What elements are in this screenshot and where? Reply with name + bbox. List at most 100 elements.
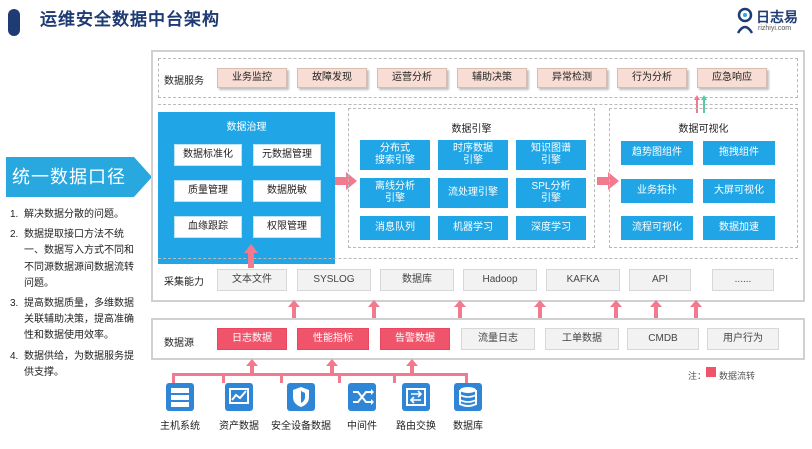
note-number: 4. (10, 350, 19, 362)
capture-api[interactable]: API (629, 269, 691, 291)
system-label: 数据库 (453, 421, 483, 432)
capture-hadoop[interactable]: Hadoop (463, 269, 537, 291)
engine-machine-learning[interactable]: 机器学习 (438, 216, 508, 240)
service-anomaly-detection[interactable]: 异常检测 (537, 68, 607, 88)
viz-process[interactable]: 流程可视化 (621, 216, 693, 240)
note-text: 数据供给，为数据服务提供支撑。 (24, 350, 134, 378)
capture-to-governance-arrow-icon (244, 244, 258, 268)
note-text: 提高数据质量，多维数据关联辅助决策，提高准确性和数据使用效率。 (24, 298, 134, 342)
capture-kafka[interactable]: KAFKA (546, 269, 620, 291)
engine-line1: 时序数据 (453, 143, 493, 154)
note-item: 4. 数据供给，为数据服务提供支撑。 (10, 349, 134, 381)
unified-arrow-icon (134, 157, 152, 197)
note-number: 2. (10, 229, 19, 241)
capture-divider (158, 258, 798, 259)
notes-list: 1. 解决数据分散的问题。 2. 数据提取接口方法不统一、数据写入方式不同和不同… (10, 207, 134, 385)
page-title: 运维安全数据中台架构 (40, 10, 220, 29)
engine-line1: SPL分析 (531, 181, 571, 192)
capture-syslog[interactable]: SYSLOG (297, 269, 371, 291)
engine-line1: 离线分析 (375, 181, 415, 192)
system-security-device[interactable]: 安全设备数据 (268, 383, 334, 433)
engine-message-queue[interactable]: 消息队列 (360, 216, 430, 240)
logo-text: 日志易 (756, 9, 798, 25)
engine-timeseries[interactable]: 时序数据引擎 (438, 140, 508, 170)
system-asset[interactable]: 资产数据 (214, 383, 264, 433)
router-icon (402, 383, 430, 411)
system-label: 资产数据 (219, 421, 259, 432)
governance-standardization[interactable]: 数据标准化 (174, 144, 242, 166)
engine-distributed-search[interactable]: 分布式搜索引擎 (360, 140, 430, 170)
note-item: 1. 解决数据分散的问题。 (10, 207, 134, 223)
system-label: 安全设备数据 (271, 421, 331, 432)
system-routing-switching[interactable]: 路由交换 (392, 383, 440, 433)
capture-text-file[interactable]: 文本文件 (217, 269, 287, 291)
service-business-monitoring[interactable]: 业务监控 (217, 68, 287, 88)
engine-spl-analysis[interactable]: SPL分析引擎 (516, 178, 586, 208)
note-text: 数据提取接口方法不统一、数据写入方式不同和不同源数据源间数据流转问题。 (24, 229, 134, 289)
service-behavior-analysis[interactable]: 行为分析 (617, 68, 687, 88)
source-log-data[interactable]: 日志数据 (217, 328, 287, 350)
shuffle-icon (348, 383, 376, 411)
viz-drag-drop[interactable]: 拖拽组件 (703, 141, 775, 165)
source-traffic-log[interactable]: 流量日志 (461, 328, 535, 350)
source-performance-metrics[interactable]: 性能指标 (297, 328, 369, 350)
engine-offline-analysis[interactable]: 离线分析引擎 (360, 178, 430, 208)
legend-text: 数据流转 (719, 371, 756, 381)
source-ticket-data[interactable]: 工单数据 (545, 328, 619, 350)
logo-mark-icon (736, 7, 754, 34)
governance-to-engine-arrow-icon (335, 172, 357, 190)
engine-line1: 分布式 (380, 143, 410, 154)
source-user-behavior[interactable]: 用户行为 (707, 328, 779, 350)
note-number: 1. (10, 209, 19, 220)
capture-database[interactable]: 数据库 (380, 269, 454, 291)
engine-deep-learning[interactable]: 深度学习 (516, 216, 586, 240)
system-database[interactable]: 数据库 (448, 383, 488, 433)
viz-business-topology[interactable]: 业务拓扑 (621, 179, 693, 203)
viz-to-service-arrow-icon (694, 95, 708, 113)
governance-title: 数据治理 (226, 122, 267, 133)
logo-subtitle: rizhiyi.com (758, 25, 792, 32)
system-label: 路由交换 (396, 421, 436, 432)
server-icon (166, 383, 194, 411)
service-operations-analysis[interactable]: 运营分析 (377, 68, 447, 88)
system-host[interactable]: 主机系统 (158, 383, 202, 433)
title-accent-bar (8, 9, 20, 36)
service-emergency-response[interactable]: 应急响应 (697, 68, 767, 88)
source-to-capture-arrows (150, 300, 810, 320)
asset-chart-icon (225, 383, 253, 411)
engine-title: 数据引擎 (451, 124, 492, 135)
capture-more[interactable]: ...... (712, 269, 774, 291)
governance-panel: 数据治理 数据标准化 元数据管理 质量管理 数据脱敏 血缘跟踪 权限管理 (158, 112, 335, 264)
legend-prefix: 注： (688, 371, 707, 381)
services-label: 数据服务 (164, 76, 204, 87)
capture-label: 采集能力 (164, 277, 204, 288)
visualization-title: 数据可视化 (678, 124, 729, 135)
database-icon (454, 383, 482, 411)
engine-to-viz-arrow-icon (597, 172, 619, 190)
service-decision-support[interactable]: 辅助决策 (457, 68, 527, 88)
source-cmdb[interactable]: CMDB (627, 328, 699, 350)
governance-masking[interactable]: 数据脱敏 (253, 180, 321, 202)
engine-line2: 引擎 (385, 193, 405, 204)
governance-permission[interactable]: 权限管理 (253, 216, 321, 238)
governance-quality[interactable]: 质量管理 (174, 180, 242, 202)
visualization-panel (609, 108, 798, 248)
governance-metadata[interactable]: 元数据管理 (253, 144, 321, 166)
engine-stream-processing[interactable]: 流处理引擎 (438, 178, 508, 208)
viz-big-screen[interactable]: 大屏可视化 (703, 179, 775, 203)
engine-panel (348, 108, 595, 248)
legend-swatch (706, 367, 716, 377)
systems-to-sources-arrows (150, 359, 490, 387)
engine-knowledge-graph[interactable]: 知识图谱引擎 (516, 140, 586, 170)
governance-lineage[interactable]: 血缘跟踪 (174, 216, 242, 238)
note-text: 解决数据分散的问题。 (24, 209, 124, 220)
viz-trend-chart[interactable]: 趋势图组件 (621, 141, 693, 165)
system-middleware[interactable]: 中间件 (342, 383, 382, 433)
shield-icon (287, 383, 315, 411)
engine-line1: 消息队列 (375, 222, 415, 233)
services-divider (158, 103, 798, 105)
source-alert-data[interactable]: 告警数据 (380, 328, 450, 350)
viz-data-acceleration[interactable]: 数据加速 (703, 216, 775, 240)
note-item: 3. 提高数据质量，多维数据关联辅助决策，提高准确性和数据使用效率。 (10, 296, 134, 345)
service-fault-detection[interactable]: 故障发现 (297, 68, 367, 88)
